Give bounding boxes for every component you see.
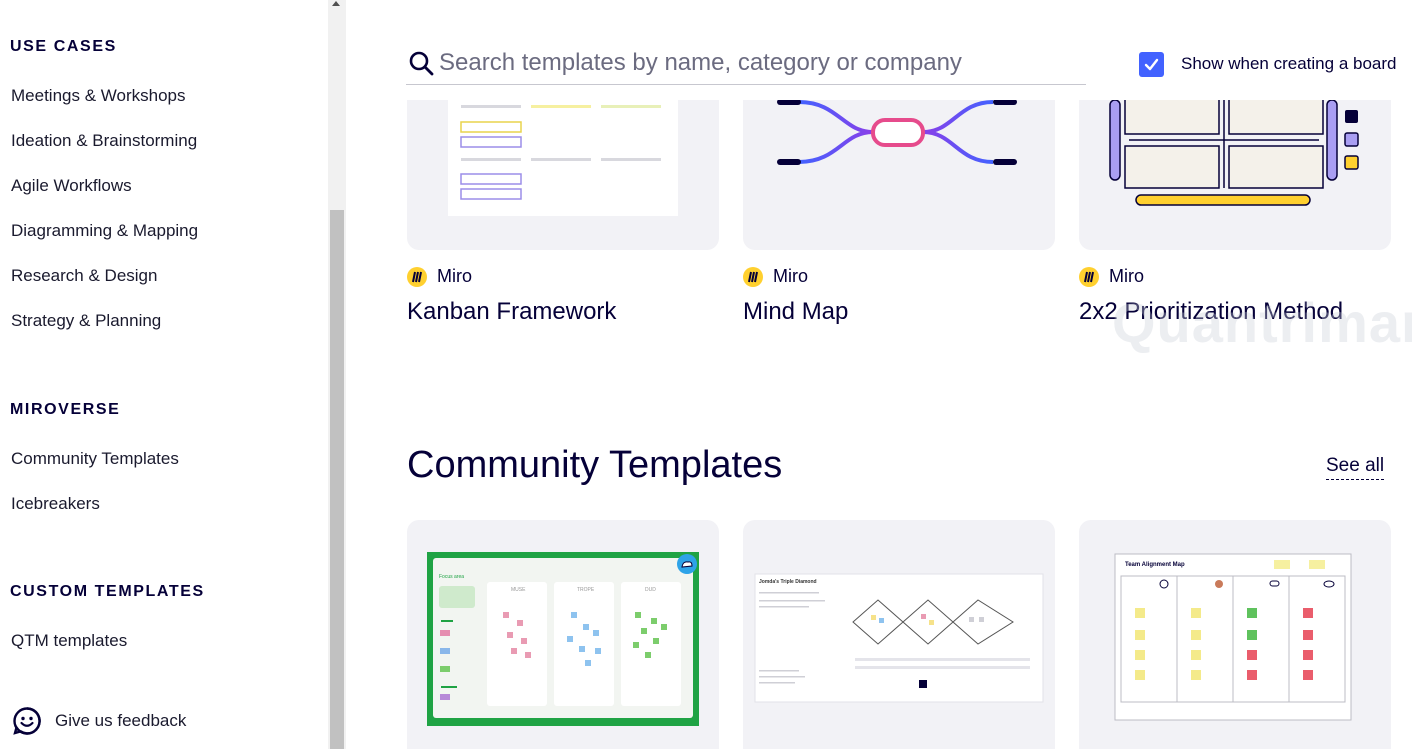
template-author: Miro [743,266,808,287]
retro-col3-label: DUD [645,587,656,593]
triple-diamond-title: Jomda's Triple Diamond [759,579,817,585]
feedback-button[interactable]: Give us feedback [12,706,186,736]
show-when-creating-label: Show when creating a board [1181,54,1397,73]
community-templates-heading: Community Templates [407,444,783,486]
section-title-miroverse: MIROVERSE [10,401,121,418]
see-all-link[interactable]: See all [1326,455,1385,480]
community-card-triple-diamond-thumbnail[interactable]: Jomda's Triple Diamond [743,520,1055,749]
section-title-use-cases: USE CASES [10,38,117,55]
scrollbar-thumb[interactable] [330,210,344,749]
retro-focus-label: Focus area [439,574,464,580]
author-name: Miro [773,266,808,286]
search-input[interactable] [439,46,1079,80]
feedback-label: Give us feedback [55,711,187,730]
template-title-kanban[interactable]: Kanban Framework [407,298,617,325]
search-field[interactable] [406,40,1086,85]
template-author: Miro [407,266,472,287]
sidebar-item-icebreakers[interactable]: Icebreakers [11,494,100,513]
template-author: Miro [1079,266,1144,287]
author-name: Miro [1109,266,1144,286]
author-name: Miro [437,266,472,286]
miro-logo-icon [743,266,763,287]
community-card-team-alignment-thumbnail[interactable]: Team Alignment Map [1079,520,1391,749]
show-when-creating-checkbox[interactable] [1139,52,1164,77]
sidebar-item-agile-workflows[interactable]: Agile Workflows [11,176,132,195]
retro-board-preview: Focus area MUSE TROPE DUD [427,552,699,726]
main-content: Show when creating a board Miro Kanban F… [346,0,1412,749]
team-alignment-title: Team Alignment Map [1125,562,1185,568]
top-search-bar: Show when creating a board [346,0,1412,100]
sidebar-item-community-templates[interactable]: Community Templates [11,449,179,468]
sidebar-scrollbar[interactable] [328,0,346,749]
template-title-prioritization[interactable]: 2x2 Prioritization Method [1079,298,1344,325]
sidebar-item-diagramming-mapping[interactable]: Diagramming & Mapping [11,221,199,240]
smiley-icon [13,707,41,735]
triple-diamond-preview: Jomda's Triple Diamond [754,573,1044,703]
sidebar-item-ideation-brainstorming[interactable]: Ideation & Brainstorming [11,131,198,150]
scroll-up-arrow-icon[interactable] [332,1,340,6]
section-title-custom-templates: CUSTOM TEMPLATES [10,583,205,600]
sidebar: USE CASES Meetings & Workshops Ideation … [0,0,328,749]
sidebar-item-research-design[interactable]: Research & Design [11,266,158,285]
retro-col1-label: MUSE [511,587,526,593]
search-icon [409,51,434,76]
sidebar-item-strategy-planning[interactable]: Strategy & Planning [11,311,162,330]
sidebar-item-qtm-templates[interactable]: QTM templates [11,631,128,650]
retro-col2-label: TROPE [577,587,595,593]
community-card-retro-thumbnail[interactable]: Focus area MUSE TROPE DUD [407,520,719,749]
miro-logo-icon [407,266,427,287]
sidebar-item-meetings-workshops[interactable]: Meetings & Workshops [11,86,186,105]
mind-map-preview [777,99,1017,165]
miro-logo-icon [1079,266,1099,287]
template-title-mind-map[interactable]: Mind Map [743,298,849,325]
team-alignment-preview: Team Alignment Map [1114,553,1352,721]
checkmark-icon [1144,58,1159,71]
